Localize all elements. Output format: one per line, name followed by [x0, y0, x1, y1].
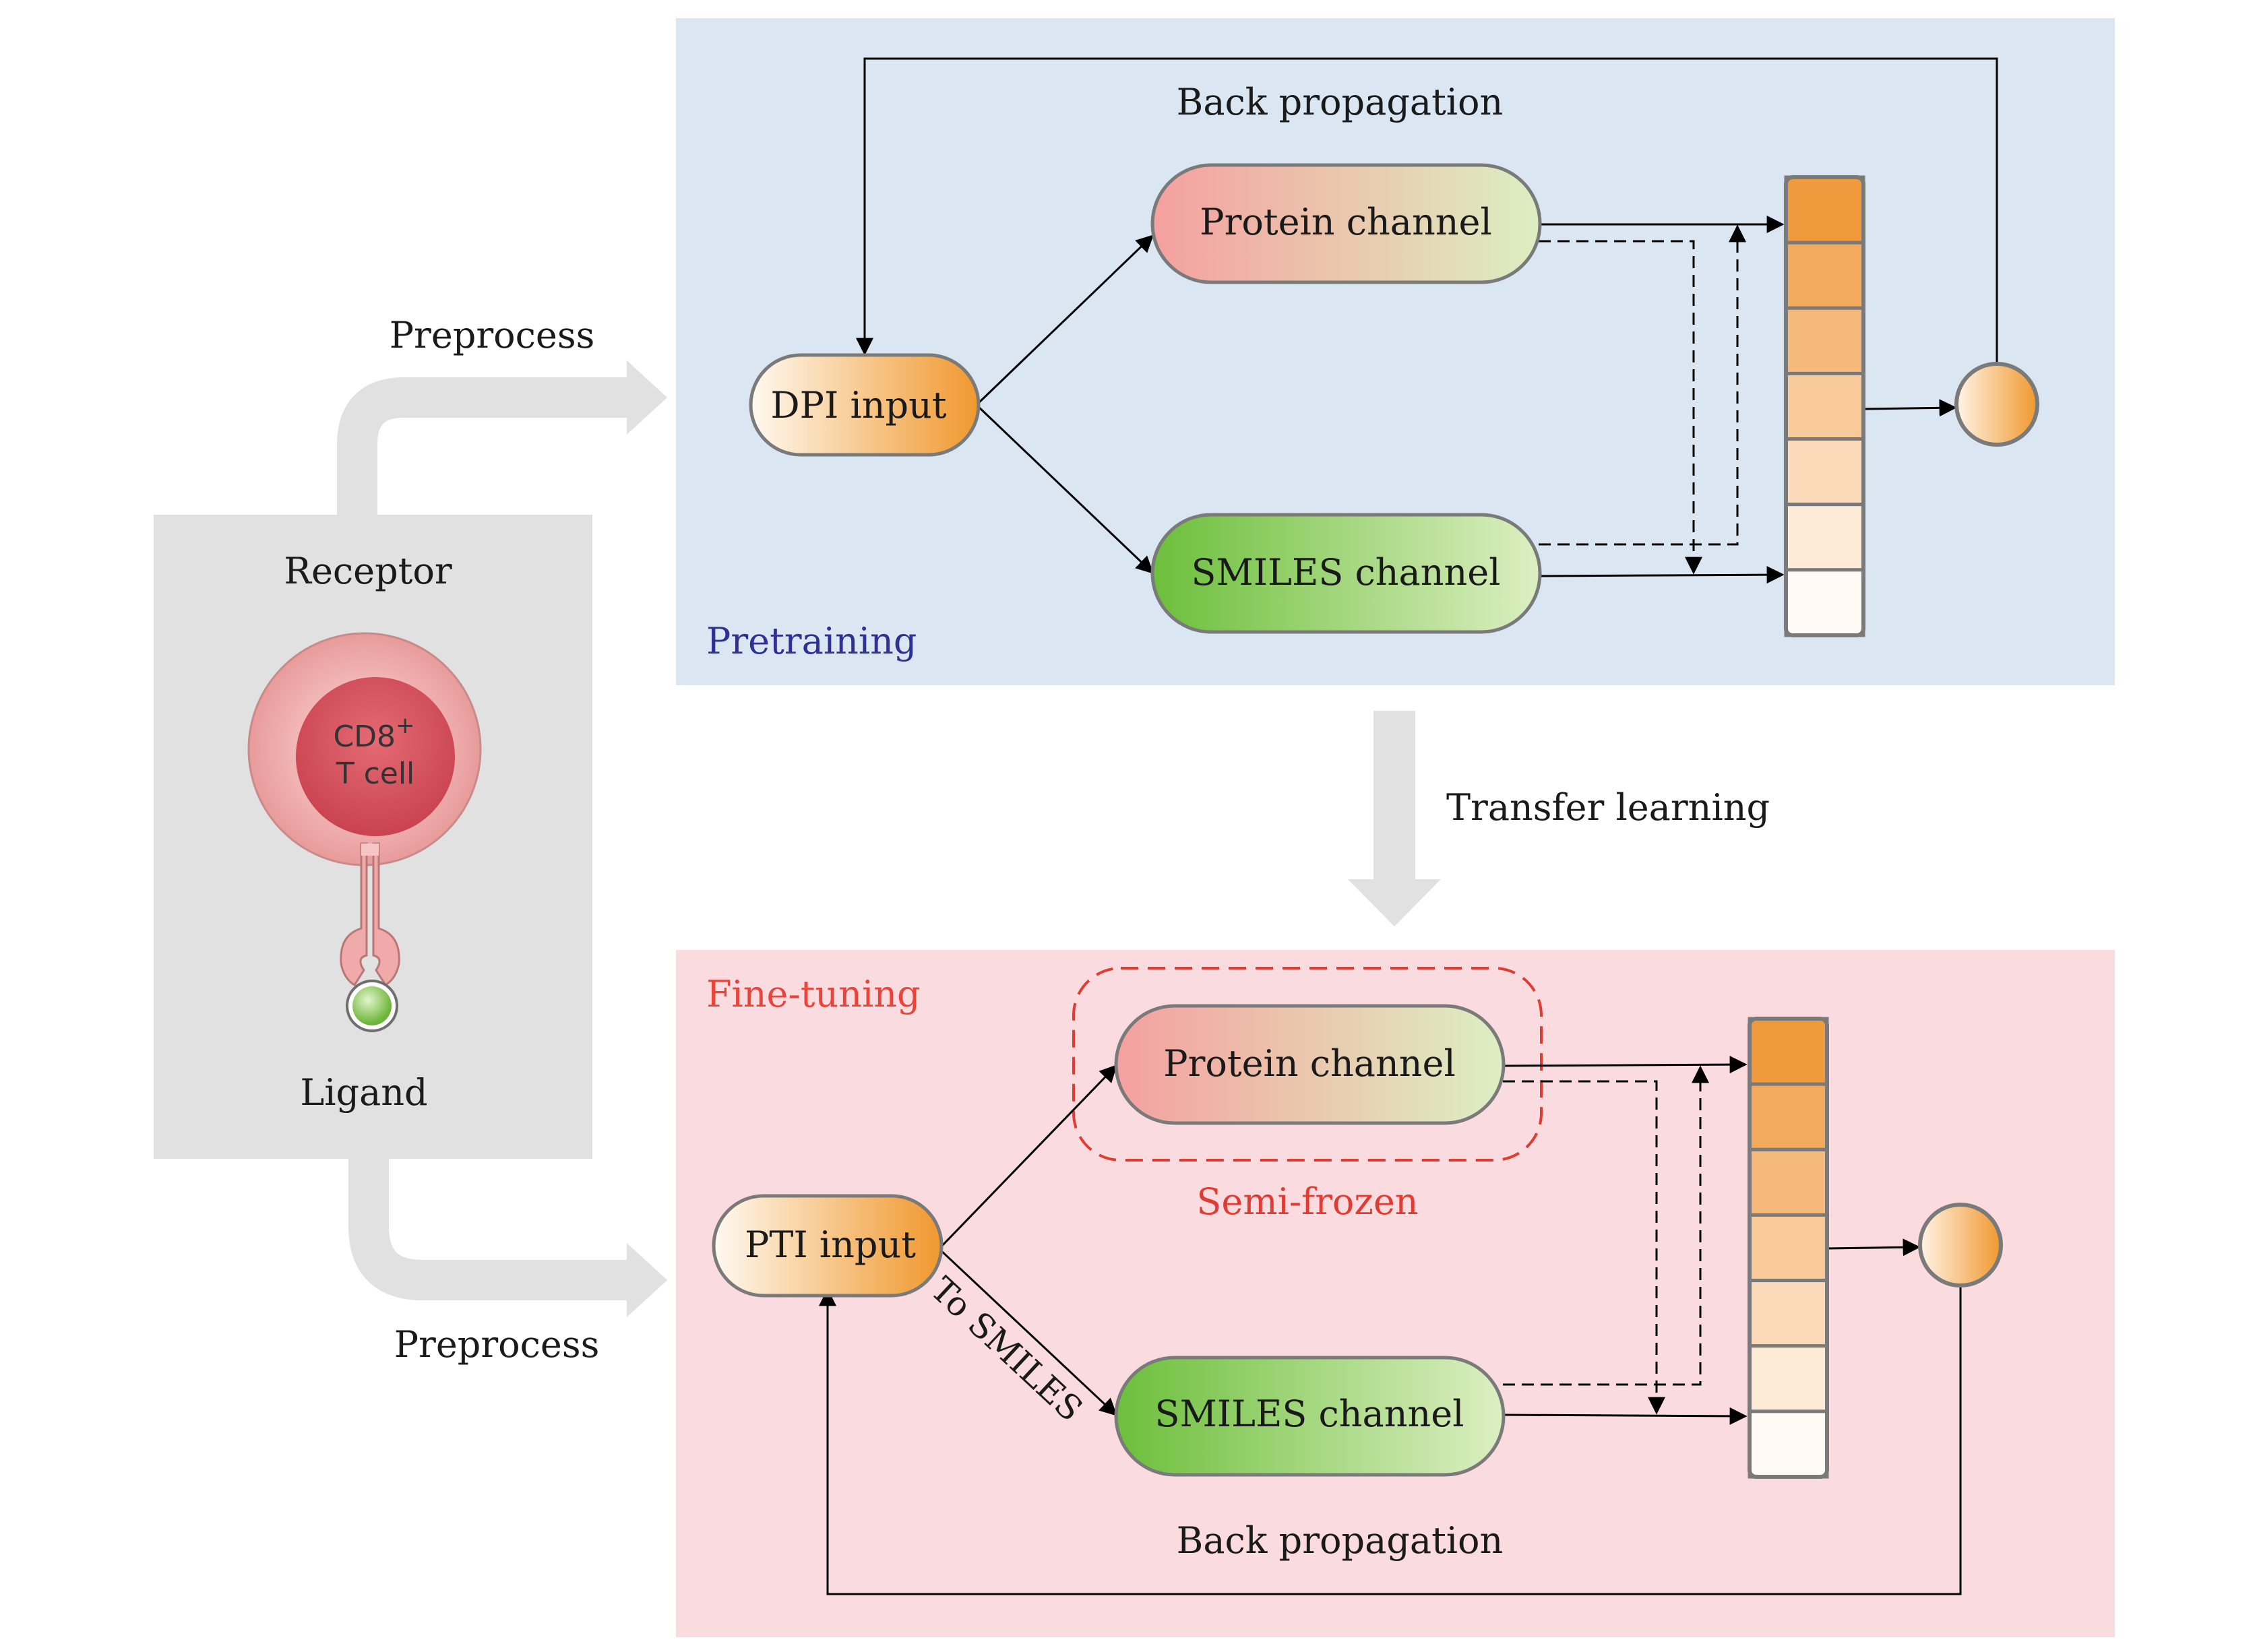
pt-protein-dashed-arrow: [1539, 240, 1702, 575]
ft-smiles-channel-label: SMILES channel: [1154, 1393, 1464, 1435]
ft-feature-cell: [1748, 1147, 1829, 1217]
pt-feature-vector: [1784, 175, 1865, 637]
ft-feature-cell: [1748, 1279, 1829, 1348]
dpi-to-smiles-arrow: [976, 404, 1154, 574]
preprocess-top-arrow: [337, 360, 667, 515]
pt-feature-cell: [1784, 437, 1865, 507]
pt-smiles-dashed-arrow: [1539, 224, 1746, 546]
pt-output-node: [1954, 362, 2039, 447]
pretraining-label: Pretraining: [706, 620, 917, 662]
ft-protein-dashed-arrow: [1503, 1080, 1665, 1415]
left-panel: Receptor CD8+ T cell Ligand: [154, 515, 592, 1159]
preprocess-bottom-arrow: [348, 1159, 667, 1317]
receptor-label: Receptor: [284, 550, 452, 592]
ft-output-node: [1918, 1203, 2003, 1288]
finetuning-label: Fine-tuning: [706, 973, 921, 1015]
pt-protein-channel-label: Protein channel: [1200, 201, 1492, 243]
cd8-t-cell-icon: CD8+ T cell: [247, 632, 482, 866]
pt-feature-cell: [1784, 306, 1865, 375]
pt-feature-cell: [1784, 371, 1865, 441]
pti-input-node: PTI input: [712, 1194, 944, 1298]
dpi-to-protein-arrow: [976, 234, 1154, 406]
pti-to-protein-arrow: [939, 1065, 1117, 1249]
semi-frozen-box: [1072, 967, 1543, 1162]
pretraining-panel: Pretraining Back propagation DPI input P…: [676, 18, 2115, 685]
finetuning-back-propagation-label: Back propagation: [1177, 1519, 1504, 1562]
pretraining-back-propagation-label: Back propagation: [1177, 81, 1504, 123]
pt-feature-cell: [1784, 175, 1865, 245]
transfer-learning-label: Transfer learning: [1446, 786, 1770, 829]
semi-frozen-label: Semi-frozen: [1196, 1180, 1418, 1223]
pti-input-label: PTI input: [745, 1224, 916, 1266]
ft-protein-to-feature-arrow: [1502, 1056, 1748, 1074]
ft-feature-vector: [1748, 1017, 1829, 1479]
ft-feature-cell: [1748, 1017, 1829, 1086]
pt-feature-cell: [1784, 241, 1865, 310]
finetuning-backprop-arrow: [819, 1287, 1962, 1595]
pt-feature-to-output-arrow: [1864, 399, 1957, 417]
ft-smiles-channel-node: SMILES channel: [1114, 1356, 1506, 1477]
ft-smiles-to-feature-arrow: [1502, 1407, 1748, 1425]
ft-feature-cell: [1748, 1082, 1829, 1151]
receptor-icon: [340, 842, 400, 987]
pti-to-smiles-arrow: [939, 1248, 1117, 1416]
ft-feature-cell: [1748, 1344, 1829, 1413]
transfer-learning-arrow: [1348, 711, 1441, 926]
ft-smiles-dashed-arrow: [1503, 1065, 1709, 1386]
pretraining-backprop-arrow: [856, 57, 1998, 362]
pt-smiles-to-feature-arrow: [1538, 566, 1785, 584]
ft-feature-to-output-arrow: [1827, 1238, 1921, 1257]
dpi-input-node: DPI input: [749, 353, 981, 457]
ft-protein-channel-node: Protein channel: [1114, 1004, 1506, 1125]
pt-smiles-channel-node: SMILES channel: [1150, 513, 1542, 634]
pt-protein-channel-node: Protein channel: [1150, 163, 1542, 284]
pt-feature-outline: [1784, 175, 1865, 637]
cell-label-line1: CD8+: [333, 712, 414, 754]
pt-feature-cell: [1784, 503, 1865, 572]
preprocess-bottom-label: Preprocess: [394, 1323, 600, 1366]
ft-feature-cell: [1748, 1213, 1829, 1283]
pt-feature-cell: [1784, 568, 1865, 637]
ligand-icon: [346, 980, 398, 1032]
cell-label-line2: T cell: [336, 757, 415, 791]
ft-feature-outline: [1748, 1017, 1829, 1479]
pt-smiles-channel-label: SMILES channel: [1191, 551, 1500, 594]
finetuning-panel: Fine-tuning Semi-frozen Back propagation…: [676, 950, 2115, 1637]
ft-protein-channel-label: Protein channel: [1163, 1042, 1456, 1085]
ft-feature-cell: [1748, 1409, 1829, 1479]
dpi-input-label: DPI input: [770, 384, 947, 426]
ligand-label: Ligand: [300, 1071, 427, 1114]
preprocess-top-label: Preprocess: [390, 314, 595, 356]
